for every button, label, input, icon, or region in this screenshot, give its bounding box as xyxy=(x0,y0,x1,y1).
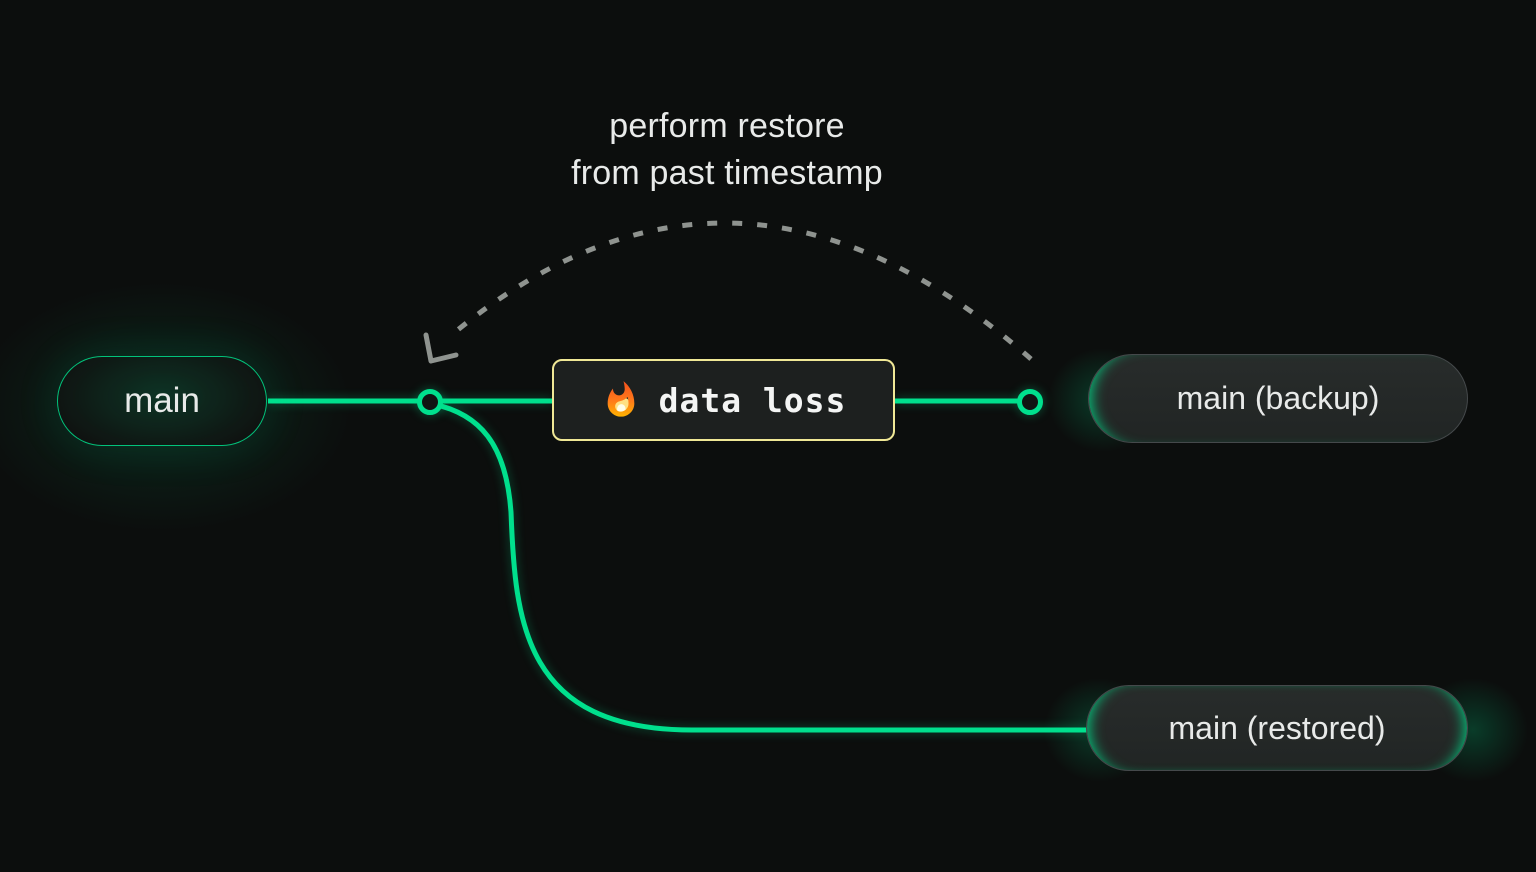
fire-icon xyxy=(607,381,634,417)
branch-pill-restored: main (restored) xyxy=(1086,685,1468,771)
restored-branch-curve xyxy=(432,401,1088,733)
caption: perform restore from past timestamp xyxy=(571,103,883,197)
data-loss-event-box: data loss xyxy=(552,359,895,441)
branch-pill-backup: main (backup) xyxy=(1088,354,1468,443)
commit-node-left xyxy=(417,389,443,415)
branch-pill-backup-label: main (backup) xyxy=(1176,380,1380,416)
commit-node-right xyxy=(1017,389,1043,415)
restore-arc-arrowhead-icon xyxy=(423,332,459,364)
branch-pill-main-label: main xyxy=(124,381,200,420)
branch-pill-main: main xyxy=(57,356,267,446)
caption-line-2: from past timestamp xyxy=(571,154,883,192)
data-loss-label: data loss xyxy=(658,380,847,420)
caption-line-1: perform restore xyxy=(609,107,845,145)
branch-pill-restored-label: main (restored) xyxy=(1168,709,1386,746)
restore-arc xyxy=(446,220,1033,361)
